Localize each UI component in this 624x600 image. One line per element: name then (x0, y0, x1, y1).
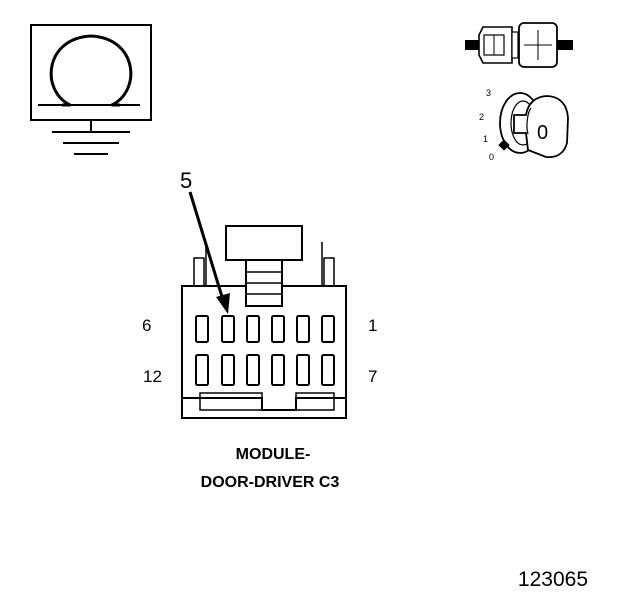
cavity-row-bottom (195, 354, 335, 386)
pin-label-top-right: 1 (368, 316, 377, 335)
ignition-key-label: 0 (537, 122, 548, 144)
ground-symbol-icon (52, 120, 130, 155)
ignition-position-1: 1 (483, 134, 488, 144)
callout-arrow-icon (188, 191, 230, 314)
connector-body (181, 225, 347, 419)
ignition-position-0: 0 (489, 152, 494, 162)
cavity-row-top (195, 315, 335, 343)
ignition-position-3: 3 (486, 88, 491, 98)
ohm-symbol-icon (30, 24, 152, 121)
connector-name-line2: DOOR-DRIVER C3 (201, 474, 340, 491)
connector-name-line1: MODULE- (236, 446, 311, 463)
ignition-position-2: 2 (479, 112, 484, 122)
ignition-key-icon (498, 92, 569, 159)
pin-label-top-left: 6 (142, 316, 151, 335)
callout-pin-label: 5 (180, 168, 192, 193)
pin-label-bottom-right: 7 (368, 367, 377, 386)
pin-label-bottom-left: 12 (143, 367, 162, 386)
connector-plug-icon (465, 22, 573, 68)
figure-id: 123065 (518, 568, 588, 591)
